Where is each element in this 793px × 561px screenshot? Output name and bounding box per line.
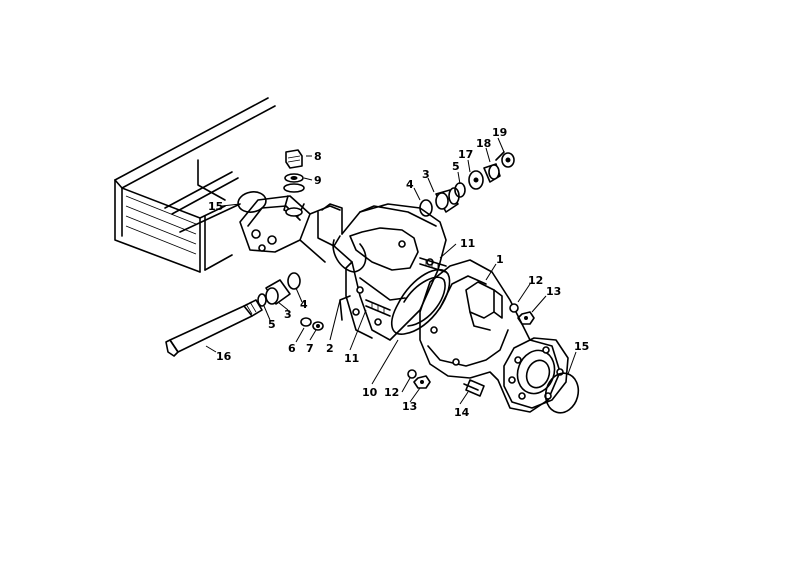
callout-11: 11 [460, 237, 475, 250]
callout-12: 12 [384, 386, 399, 399]
callout-16: 16 [216, 350, 232, 363]
callout-9: 9 [314, 174, 322, 187]
callout-3: 3 [284, 308, 292, 321]
callout-7: 7 [306, 342, 314, 355]
callout-labels: 8 9 15 4 3 5 17 18 19 11 1 12 13 15 4 5 … [208, 126, 589, 419]
callout-18: 18 [476, 137, 491, 150]
nut-washer-right [509, 303, 535, 325]
callout-5: 5 [452, 160, 460, 173]
center-axle-housing [317, 203, 447, 341]
callout-10: 10 [362, 386, 378, 399]
callout-13: 13 [402, 400, 417, 413]
axle-bracket [239, 195, 341, 263]
callout-1: 1 [496, 253, 504, 266]
callout-3: 3 [422, 168, 430, 181]
callout-12: 12 [528, 274, 543, 287]
callout-13: 13 [546, 285, 561, 298]
callout-8: 8 [314, 150, 322, 163]
callout-14: 14 [454, 406, 470, 419]
king-pin [165, 299, 263, 357]
drain-plug-assembly [283, 149, 305, 217]
lower-bushing-stack [257, 272, 324, 331]
bolt [463, 379, 485, 397]
callout-19: 19 [492, 126, 507, 139]
nut-washer-lower [407, 369, 431, 389]
callout-4: 4 [406, 178, 414, 191]
studs [365, 257, 447, 317]
callout-11: 11 [344, 352, 359, 365]
frame-rail [114, 97, 276, 273]
callout-17: 17 [458, 148, 473, 161]
callout-5: 5 [268, 318, 276, 331]
callout-15: 15 [208, 200, 223, 213]
callout-4: 4 [300, 298, 308, 311]
callout-6: 6 [288, 342, 296, 355]
leader-lines [205, 137, 577, 405]
upper-bushing-stack [419, 151, 515, 217]
callout-2: 2 [326, 342, 334, 355]
o-ring-right [544, 372, 580, 414]
o-ring-left [237, 191, 267, 213]
callout-15: 15 [574, 340, 589, 353]
